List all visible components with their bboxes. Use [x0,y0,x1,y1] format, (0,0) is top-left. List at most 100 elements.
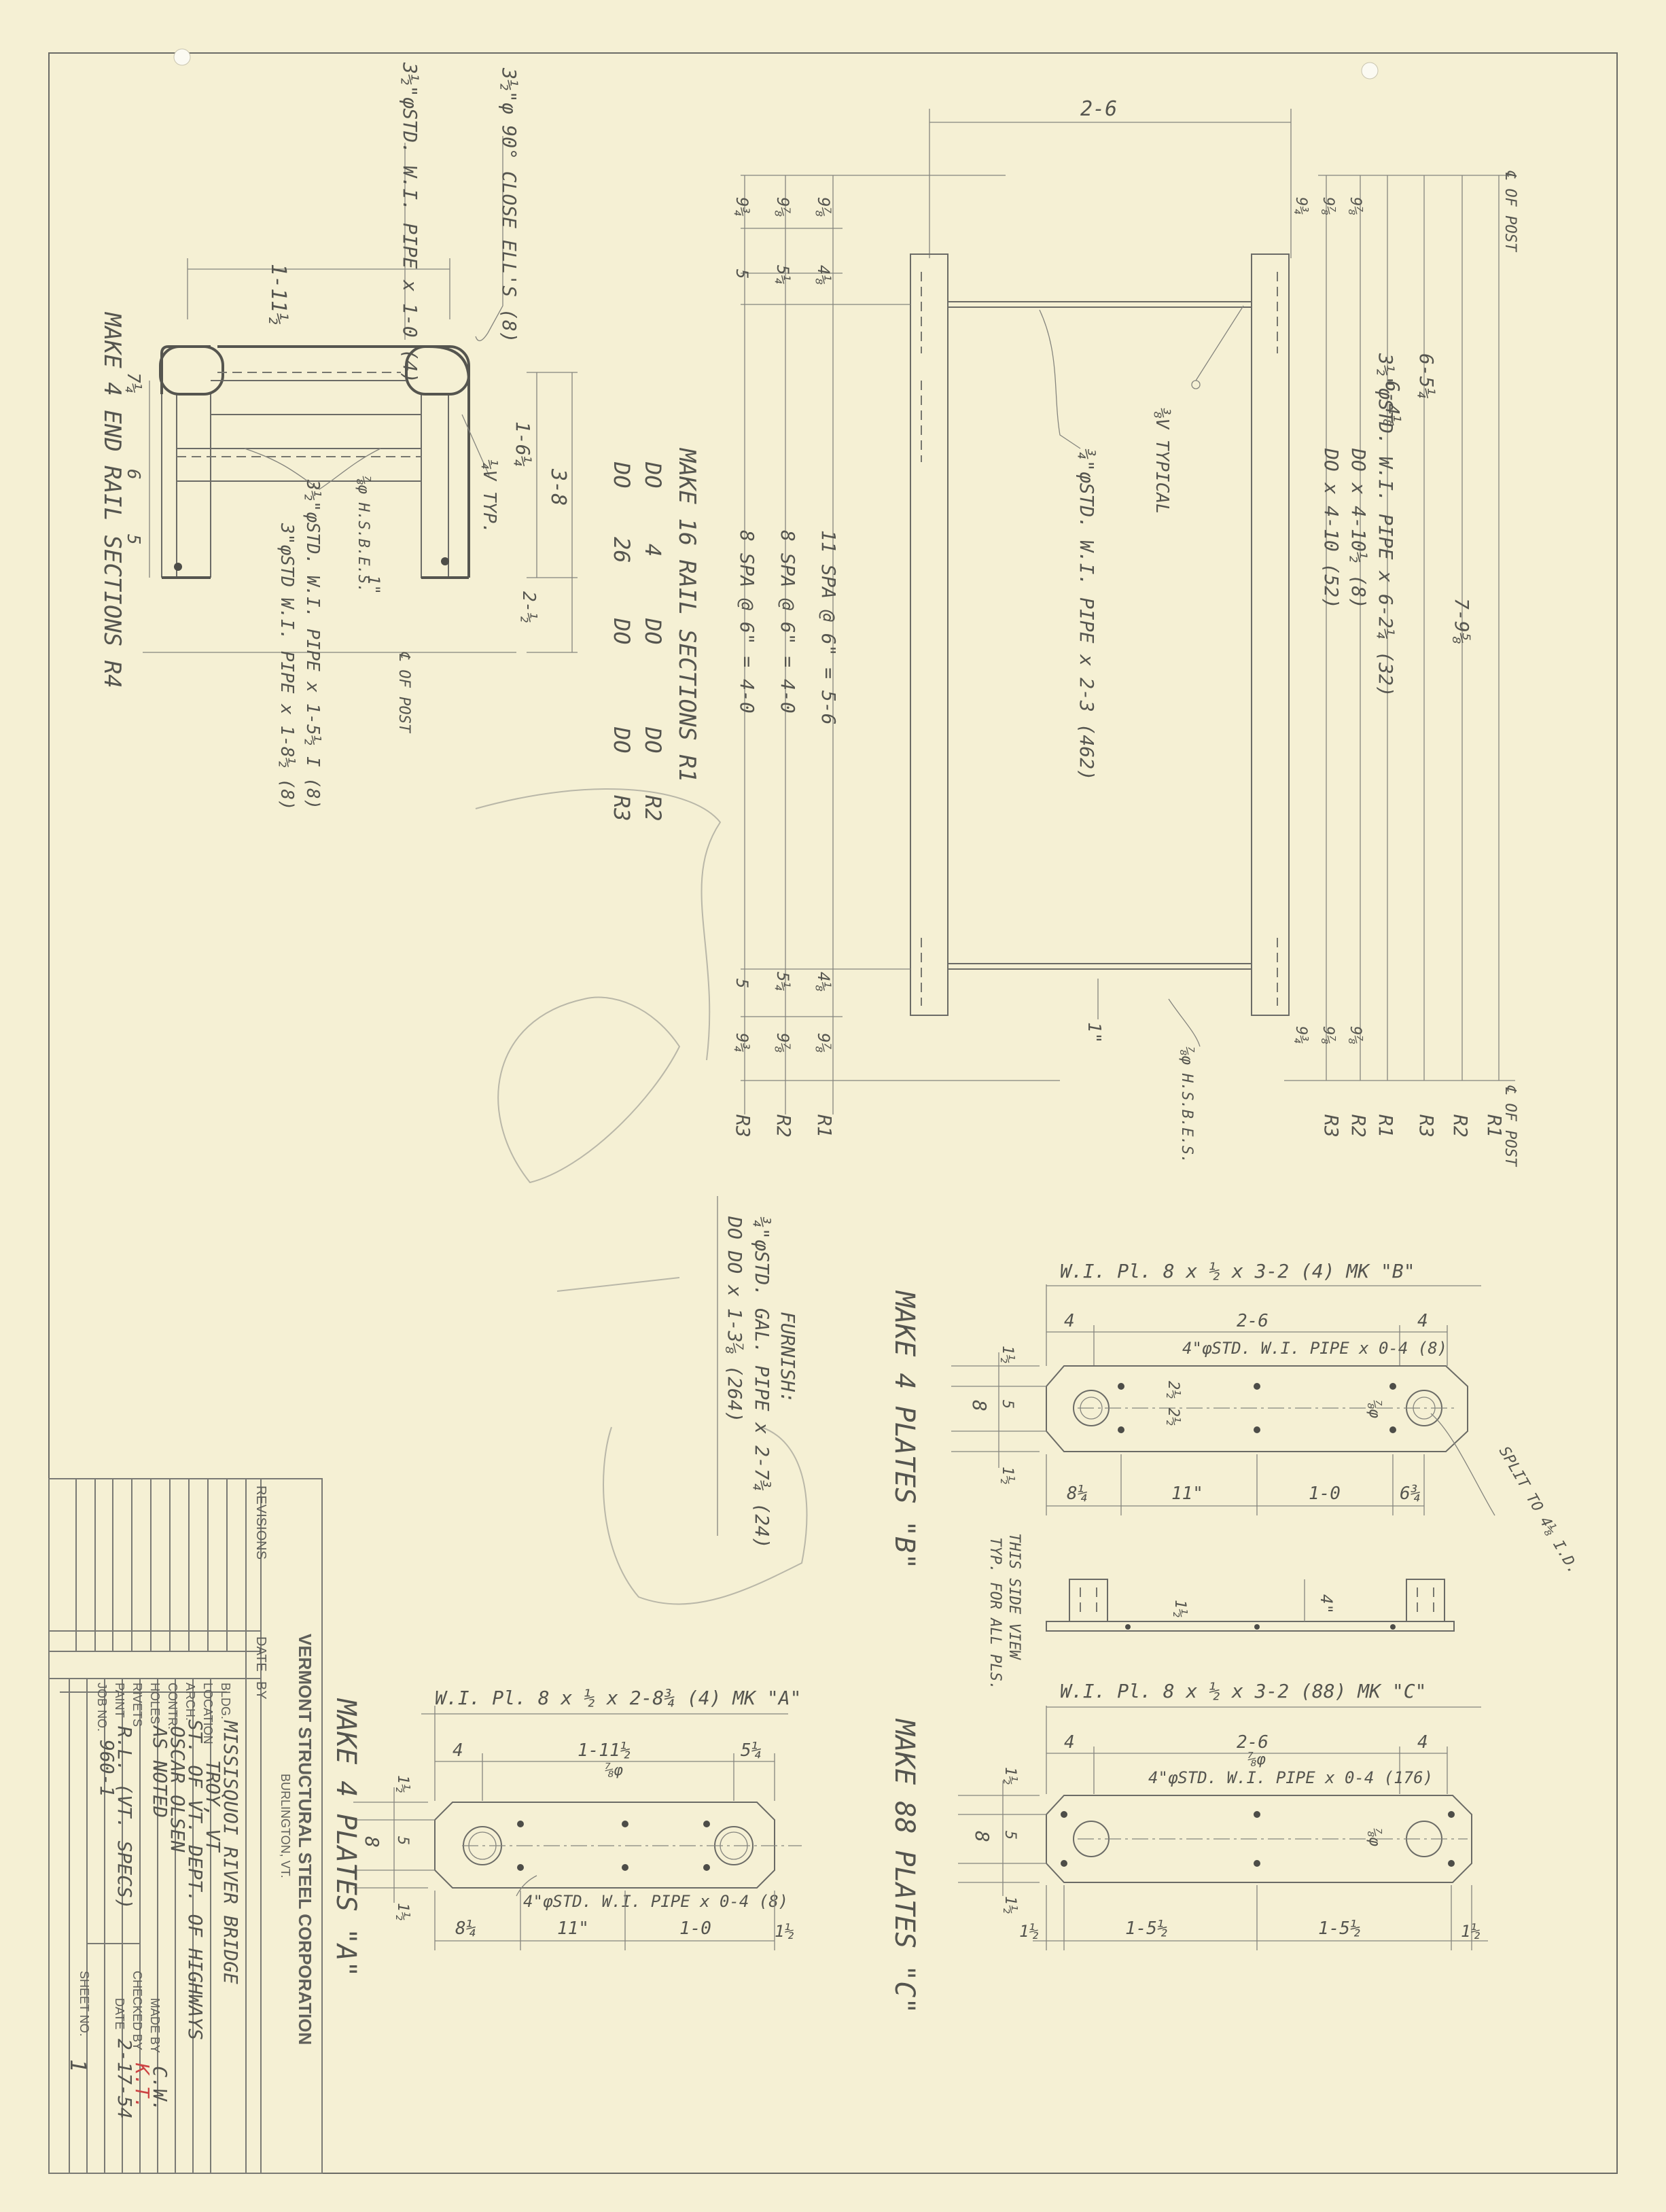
tb-job-label: JOB NO. [95,1683,109,1732]
tb-paint-label: PAINT [113,1683,126,1718]
plate-b-dim-top-2: 2-6 [1237,1311,1269,1331]
plate-b-bottom-3: 1-0 [1309,1484,1341,1504]
tb-location-label: LOCATION [201,1683,215,1744]
tb-location: TROY, VT [202,1760,224,1853]
side-view-note-1: THIS SIDE VIEW [1006,1533,1023,1660]
plate-b-width: 8 [968,1400,991,1411]
title-block: REVISIONS DATE BY VERMONT STRUCTURAL STE… [48,1478,323,2174]
plate-a-bottom-3: 1-0 [679,1918,711,1939]
plate-a-dim-top-1: 4 [453,1740,463,1761]
left-bottom-col-1: 9⅞ [814,1033,833,1053]
rail-row-1-a: DO [640,461,666,489]
tb-by-col: BY [253,1681,268,1700]
plate-b-hole: ⅞φ [1366,1400,1383,1418]
weld-typ-note: ⅜V TYPICAL [1152,408,1172,514]
pipe-note-2: DO x 4-10½ (8) [1347,448,1370,609]
tb-made-by: C.W. [149,2066,171,2111]
tb-contr: OSCAR OLSEN [166,1726,189,1853]
plate-c-side-1: 1½ [1002,1767,1018,1785]
rail-row-1-e: R2 [640,795,666,822]
tb-date: 2-17-54 [113,2039,136,2119]
plate-c-bottom-4: 1½ [1461,1922,1481,1941]
end-rail-left-dim-1: 7¼ [123,372,143,393]
plate-a-side-1: 1½ [394,1775,411,1793]
plate-a-hole: ⅞φ [605,1762,623,1779]
plate-a-dim-top-3: 5¼ [741,1740,762,1761]
plate-c-dim-top-3: 4 [1417,1732,1428,1753]
right-r3-a: R3 [1415,1114,1438,1138]
plate-b-bottom-2: 11" [1171,1484,1203,1504]
bar-note: ¾"φSTD. W.I. PIPE x 2-3 (462) [1076,449,1098,781]
plate-b-side-2: 5 [999,1400,1016,1409]
tb-city: BURLINGTON, VT. [279,1774,292,1878]
punch-hole [173,48,191,66]
right-r1-a: R1 [1483,1114,1506,1138]
end-rail-width-dim: 1-11½ [266,264,290,325]
left-r2: R2 [773,1114,795,1138]
left-col-c-2: 5 [732,269,751,279]
pencil-mark [556,1277,808,1605]
tb-date-col: DATE [253,1636,268,1672]
tb-revisions: REVISIONS [253,1486,268,1560]
left-col-c-1: 9¾ [732,197,751,217]
spacing-note-2: 8 SPA @ 6" = 4-0 [777,530,799,714]
elevation-dim-1: 1" [1084,1022,1104,1043]
bottom-dim-3: 5 [732,979,751,988]
plate-c-bottom-3: 1-5½ [1318,1918,1361,1939]
length-dim-1: 7-9⅝ [1451,598,1473,644]
plate-a-drawing: W.I. Pl. 8 x ½ x 2-8¾ (4) MK "A" 4 1-11½… [353,1687,802,1950]
right-r3-b: R3 [1320,1114,1343,1138]
left-col-b-2: 5¼ [773,265,792,285]
plate-b-side-1: 1½ [999,1346,1016,1364]
plate-b-title: W.I. Pl. 8 x ½ x 3-2 (4) MK "B" [1060,1260,1415,1282]
plate-a-title: W.I. Pl. 8 x ½ x 2-8¾ (4) MK "A" [435,1687,801,1709]
top-pipe-note: 3½"φSTD. W.I. PIPE x 1-0 (4) [399,62,421,383]
right-dim-1: 9⅞ [1347,197,1364,215]
left-r3: R3 [732,1114,754,1138]
rail-row-1-d: DO [640,726,666,754]
plate-c-dim-top-2: 2-6 [1237,1732,1269,1753]
plate-c-hole: ⅞φ [1247,1751,1266,1768]
tb-contr-label: CONTR. [166,1683,179,1730]
rail-row-2-b: 26 [609,537,635,563]
tb-holes-label: HOLES [148,1683,162,1724]
right-dim-3: 9¾ [1292,197,1309,215]
end-rail-left-dim-2: 6 [123,469,143,480]
elevation-top-dim: 2-6 [1080,97,1117,121]
right-bottom-col-1: 9⅞ [1347,1026,1364,1044]
tb-arch: ST. OF VT. DEPT. OF HIGHWAYS [184,1719,207,2040]
tb-made-by-label: MADE BY [148,1998,162,2053]
rail-row-2-c: DO [609,618,635,645]
weld-note: ¼V TYP. [479,459,499,534]
right-dim-2: 9⅞ [1319,197,1336,215]
rail-sections-schedule: MAKE 16 RAIL SECTIONS R1 DO 4 DO DO R2 D… [609,448,701,822]
end-rail-drawing: 1-11½ 7¼ 6 5 3½"φ 90° CLOSE ELL'S (8) 3½… [99,62,578,811]
pipe-note-1: 3½"φSTD. W.I. PIPE x 6-2¼ (32) [1375,353,1397,697]
left-col-a-2: 4⅛ [814,265,833,285]
rail-row-2-a: DO [609,461,635,489]
rail-row-1-b: 4 [640,544,666,557]
sheet-border [48,52,1618,2174]
tb-arch-label: ARCH. [183,1683,197,1721]
plate-c-hole-2: ⅞φ [1366,1828,1383,1846]
end-rail-total-dim: 3-8 [546,468,570,506]
plate-c-title: W.I. Pl. 8 x ½ x 3-2 (88) MK "C" [1060,1680,1426,1702]
plate-c-pipe-note: 4"φSTD. W.I. PIPE x 0-4 (176) [1148,1768,1433,1787]
plate-b-bottom-4: 6¾ [1400,1484,1421,1504]
plate-a-pipe-note: 4"φSTD. W.I. PIPE x 0-4 (8) [523,1892,788,1911]
side-view-dim-a: 1½ [1171,1600,1188,1618]
tb-rivets-label: RIVETS [130,1683,144,1727]
tb-bldg: MISSISQUOI RIVER BRIDGE [219,1720,242,1984]
side-view-dim-b: 4" [1317,1594,1336,1614]
left-bottom-col-3: 9¾ [732,1033,751,1053]
side-view-drawing: THIS SIDE VIEW TYP. FOR ALL PLS. 1½ 4" [987,1533,1455,1690]
plate-a-bottom-4: 1½ [775,1922,794,1941]
plate-b-pipe-note: 4"φSTD. W.I. PIPE x 0-4 (8) [1182,1339,1447,1358]
rail-row-2-e: R3 [609,795,635,822]
length-dim-3: 6-4⅛ [1381,381,1404,427]
furnish-title: FURNISH: [777,1312,799,1403]
spacing-note-3: 8 SPA @ 6" = 4-0 [736,530,758,714]
tb-sheet-label: SHEET NO. [77,1971,91,2037]
right-r2-b: R2 [1347,1114,1370,1138]
plate-c-make-note: MAKE 88 PLATES "C" [889,1718,920,2014]
